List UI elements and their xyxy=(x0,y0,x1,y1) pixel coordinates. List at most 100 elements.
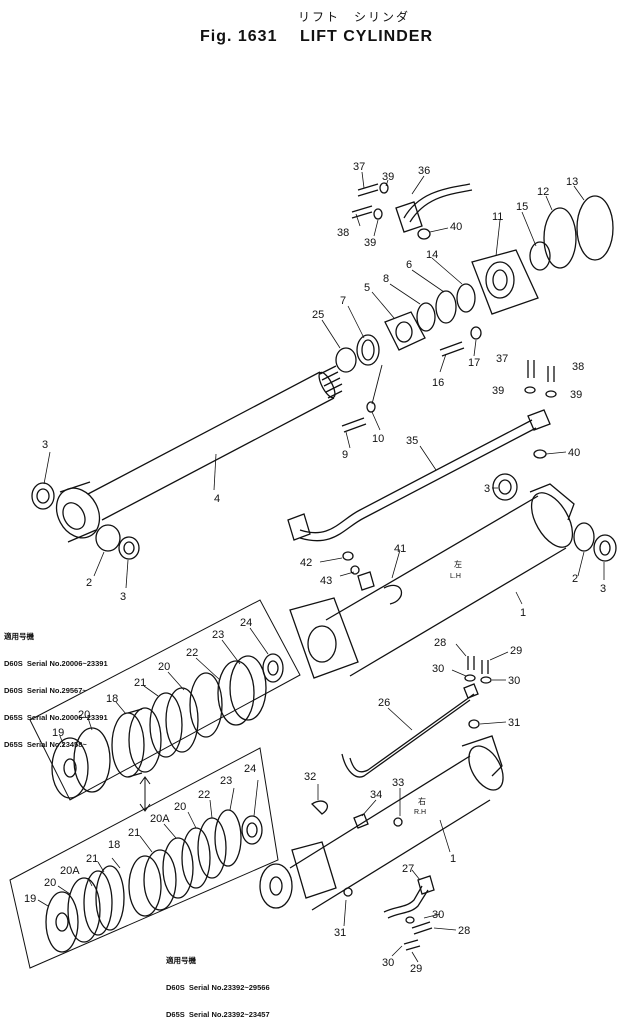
seal-20-upper-2 xyxy=(189,672,223,738)
bushing-3-left xyxy=(31,482,55,510)
pipe-35 xyxy=(287,409,551,542)
callout-labels: 37 39 36 13 12 38 39 40 15 11 6 14 8 5 7… xyxy=(24,161,606,975)
callout: 36 xyxy=(418,165,430,177)
callout: 7 xyxy=(340,295,346,307)
seal-20-upper xyxy=(73,727,111,793)
o-ring-13 xyxy=(576,195,614,261)
callout: 2 xyxy=(86,577,92,589)
callout: 38 xyxy=(572,361,584,373)
lh-marker: L.H xyxy=(450,573,461,580)
serial-line: D65S Serial No.20006~23391 xyxy=(4,713,108,722)
o-ring-31-lower xyxy=(343,887,353,897)
callout: 4 xyxy=(214,493,220,505)
callout: 16 xyxy=(432,377,444,389)
pipe-26 xyxy=(341,683,479,778)
washer-30-lower xyxy=(405,916,415,924)
seal-6 xyxy=(435,290,457,324)
seal-14 xyxy=(456,283,476,313)
o-ring-12 xyxy=(543,207,577,269)
callout: 23 xyxy=(212,629,224,641)
callout: 22 xyxy=(198,789,210,801)
callout: 26 xyxy=(378,697,390,709)
callout: 20 xyxy=(158,661,170,673)
callout: 32 xyxy=(304,771,316,783)
o-ring-40-top xyxy=(417,228,431,240)
clamp-41 xyxy=(357,571,375,591)
callout: 40 xyxy=(450,221,462,233)
callout: 42 xyxy=(300,557,312,569)
callout: 10 xyxy=(372,433,384,445)
bolt-33 xyxy=(393,817,403,827)
flange-5 xyxy=(384,311,426,351)
callout: 39 xyxy=(382,171,394,183)
bushing-2-right xyxy=(573,522,595,552)
callout: 20 xyxy=(44,877,56,889)
figure-title: LIFT CYLINDER xyxy=(300,28,433,45)
upper-piston-kit-box xyxy=(29,599,301,801)
callout: 13 xyxy=(566,176,578,188)
callout: 17 xyxy=(468,357,480,369)
washer-10 xyxy=(366,401,376,413)
bolt-29-lower xyxy=(403,939,421,951)
bushing-2-left xyxy=(95,524,121,552)
side-markers: 左 L.H 右 R.H xyxy=(414,559,462,816)
exploded-parts-diagram: 37 39 36 13 12 38 39 40 15 11 6 14 8 5 7… xyxy=(9,161,617,975)
callout: 1 xyxy=(450,853,456,865)
callout: 40 xyxy=(568,447,580,459)
callout: 21 xyxy=(86,853,98,865)
bolt-43 xyxy=(350,565,360,575)
cylinder-tube-lh xyxy=(289,483,575,679)
bushing-3-right xyxy=(593,534,617,562)
callout: 30 xyxy=(432,909,444,921)
callout: 30 xyxy=(382,957,394,969)
callout: 21 xyxy=(128,827,140,839)
bolt-37-top xyxy=(357,183,379,197)
washer-42 xyxy=(342,551,354,561)
rh-marker: R.H xyxy=(414,809,426,816)
bushing-3-left-lower xyxy=(118,536,140,560)
clamp-34 xyxy=(353,813,369,829)
callout: 28 xyxy=(434,637,446,649)
serial-block-lower: 適用号機 D60S Serial No.23392~29566 D65S Ser… xyxy=(166,938,270,1028)
callout: 18 xyxy=(108,839,120,851)
piston-18-upper xyxy=(111,712,145,778)
callout: 30 xyxy=(432,663,444,675)
piston-19-lower xyxy=(45,891,79,953)
cylinder-tube-rh xyxy=(259,735,504,911)
ring-22-lower xyxy=(197,817,227,879)
cylinder-head-11 xyxy=(471,249,539,315)
bolt-38-top xyxy=(351,205,373,219)
callout: 3 xyxy=(484,483,490,495)
callout: 29 xyxy=(510,645,522,657)
callout: 2 xyxy=(572,573,578,585)
callout: 14 xyxy=(426,249,438,261)
bolt-29-upper xyxy=(481,660,489,674)
callout: 3 xyxy=(600,583,606,595)
callout: 37 xyxy=(496,353,508,365)
bolt-28-lower xyxy=(411,921,433,935)
callout: 20A xyxy=(60,865,80,877)
serial-line: D60S Serial No.20006~23391 xyxy=(4,659,108,668)
callout: 9 xyxy=(342,449,348,461)
bolt-9 xyxy=(341,417,367,433)
seal-7 xyxy=(356,334,380,366)
callout: 20 xyxy=(78,709,90,721)
ring-21-upper xyxy=(149,692,183,758)
callout: 31 xyxy=(334,927,346,939)
callout: 22 xyxy=(186,647,198,659)
bolt-38-right xyxy=(547,366,555,382)
callout: 3 xyxy=(42,439,48,451)
callout: 23 xyxy=(220,775,232,787)
pipe-36 xyxy=(395,183,473,233)
callout: 30 xyxy=(508,675,520,687)
serial-line: D65S Serial No.23392~23457 xyxy=(166,1010,270,1019)
callout: 1 xyxy=(520,607,526,619)
seal-8 xyxy=(416,302,436,332)
figure-title-japanese: リフト シリンダ xyxy=(298,10,411,24)
leader-lines xyxy=(37,171,605,963)
callout: 39 xyxy=(364,237,376,249)
serial-line: D60S Serial No.23392~29566 xyxy=(166,983,270,992)
callout: 35 xyxy=(406,435,418,447)
ring-15 xyxy=(529,241,551,271)
serial-line: D60S Serial No.29567~ xyxy=(4,686,87,695)
